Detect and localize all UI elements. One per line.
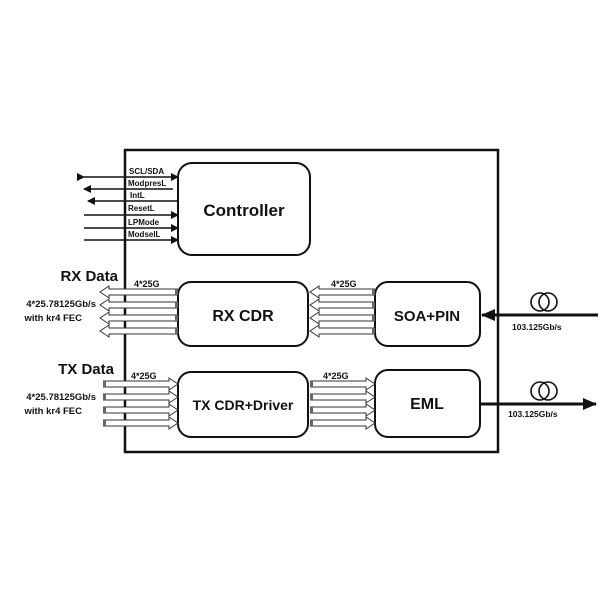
rx-internal-lane-arrow <box>309 324 375 338</box>
rx-output-lane-arrow <box>99 298 178 312</box>
rx-cdr-block <box>177 281 309 347</box>
tx-rate-line1: 4*25.78125Gb/s <box>26 392 96 403</box>
rx-rate-line2: with kr4 FEC <box>23 313 82 324</box>
rx-rate-line1: 4*25.78125Gb/s <box>26 299 96 310</box>
tx-internal-lane-arrow <box>310 416 376 430</box>
tx-cdr-block <box>177 371 309 438</box>
rx-output-lane-arrow <box>99 285 178 299</box>
rx-right-lane-label: 4*25G <box>331 279 357 289</box>
tx-right-lane-label: 4*25G <box>323 371 349 381</box>
tx-input-lane-arrow <box>103 403 179 417</box>
rx-internal-lane-arrow <box>309 298 375 312</box>
signal-label-resetl: ResetL <box>128 204 155 213</box>
signal-label-modpresl: ModpresL <box>128 179 166 188</box>
rx-left-lane-label: 4*25G <box>134 279 160 289</box>
signal-label-intl: IntL <box>130 191 145 200</box>
tx-cdr-label: TX CDR+Driver <box>193 397 294 413</box>
soa-pin-label: SOA+PIN <box>394 308 460 325</box>
signal-label-modsell: ModselL <box>128 230 161 239</box>
tx-internal-lane-arrow <box>310 403 376 417</box>
soa-pin-block <box>374 281 481 347</box>
fiber-coil-icon <box>530 381 558 401</box>
module-outline <box>123 148 500 454</box>
rx-internal-lane-arrow <box>309 311 375 325</box>
tx-optical-rate: 103.125Gb/s <box>508 409 558 419</box>
signal-label-scl-sda: SCL/SDA <box>129 167 164 176</box>
rx-optical-rate: 103.125Gb/s <box>512 322 562 332</box>
tx-input-lane-arrow <box>103 390 179 404</box>
rx-cdr-label: RX CDR <box>212 308 274 325</box>
tx-input-lane-arrow <box>103 416 179 430</box>
lane-arrows <box>99 285 376 430</box>
tx-internal-lane-arrow <box>310 390 376 404</box>
controller-label: Controller <box>203 201 285 220</box>
rx-output-lane-arrow <box>99 324 178 338</box>
rx-output-lane-arrow <box>99 311 178 325</box>
tx-input-lane-arrow <box>103 377 179 391</box>
tx-internal-lane-arrow <box>310 377 376 391</box>
rx-data-title: RX Data <box>60 268 118 285</box>
rx-internal-lane-arrow <box>309 285 375 299</box>
tx-left-lane-label: 4*25G <box>131 371 157 381</box>
tx-rate-line2: with kr4 FEC <box>23 406 82 417</box>
controller-block <box>177 162 311 256</box>
control-signals: SCL/SDA ModpresL IntL ResetL LPMode Mods… <box>77 167 179 244</box>
signal-label-lpmode: LPMode <box>128 218 160 227</box>
fiber-coil-icon <box>530 292 558 312</box>
tx-data-title: TX Data <box>58 361 115 378</box>
eml-label: EML <box>410 396 444 413</box>
